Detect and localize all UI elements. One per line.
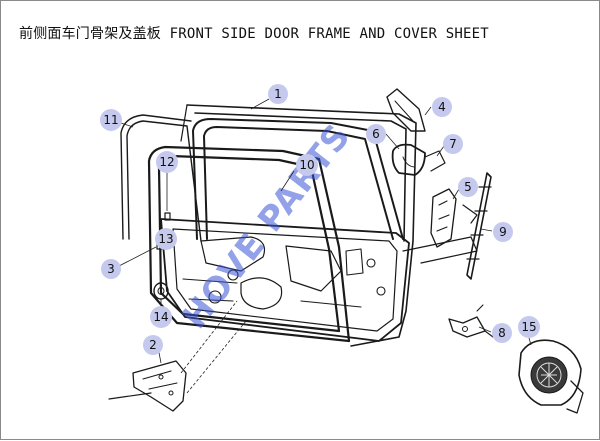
svg-text:1: 1 [274,87,282,101]
part-speaker [518,339,584,414]
svg-text:5: 5 [464,180,472,194]
callout-12: 12 [156,151,178,173]
callout-11: 11 [100,109,122,131]
callout-15: 15 [518,316,540,338]
svg-text:3: 3 [107,262,115,276]
svg-text:4: 4 [438,100,446,114]
callout-3: 3 [101,259,121,279]
title-english: FRONT SIDE DOOR FRAME AND COVER SHEET [169,26,489,42]
callout-14: 14 [150,306,172,328]
svg-text:11: 11 [103,113,118,127]
svg-text:14: 14 [153,310,168,324]
svg-text:7: 7 [449,137,457,151]
callout-2: 2 [143,335,163,355]
part-door-inner-panel [160,218,410,342]
callout-6: 6 [366,124,386,144]
callout-7: 7 [443,134,463,154]
callout-13: 13 [155,228,177,250]
svg-text:8: 8 [498,326,506,340]
part-window-regulator [430,172,492,280]
callout-10: 10 [296,154,318,176]
part-door-outer-frame [180,104,478,347]
part-mirror-cover [386,88,426,132]
callout-8: 8 [492,323,512,343]
part-hinge-bracket [108,300,247,412]
part-window-frame [192,118,404,240]
svg-text:15: 15 [521,320,536,334]
part-outside-mirror [391,143,446,176]
callout-4: 4 [432,97,452,117]
diagram-title: 前侧面车门骨架及盖板 FRONT SIDE DOOR FRAME AND COV… [19,23,489,43]
title-chinese: 前侧面车门骨架及盖板 [19,26,161,42]
svg-text:9: 9 [499,225,507,239]
svg-text:10: 10 [299,158,314,172]
svg-text:12: 12 [159,155,174,169]
svg-text:2: 2 [149,338,157,352]
callout-1: 1 [268,84,288,104]
callout-5: 5 [458,177,478,197]
part-weatherstrip [120,114,202,242]
svg-text:13: 13 [158,232,173,246]
callout-9: 9 [493,222,513,242]
svg-text:6: 6 [372,127,380,141]
part-lock-link [448,304,494,338]
